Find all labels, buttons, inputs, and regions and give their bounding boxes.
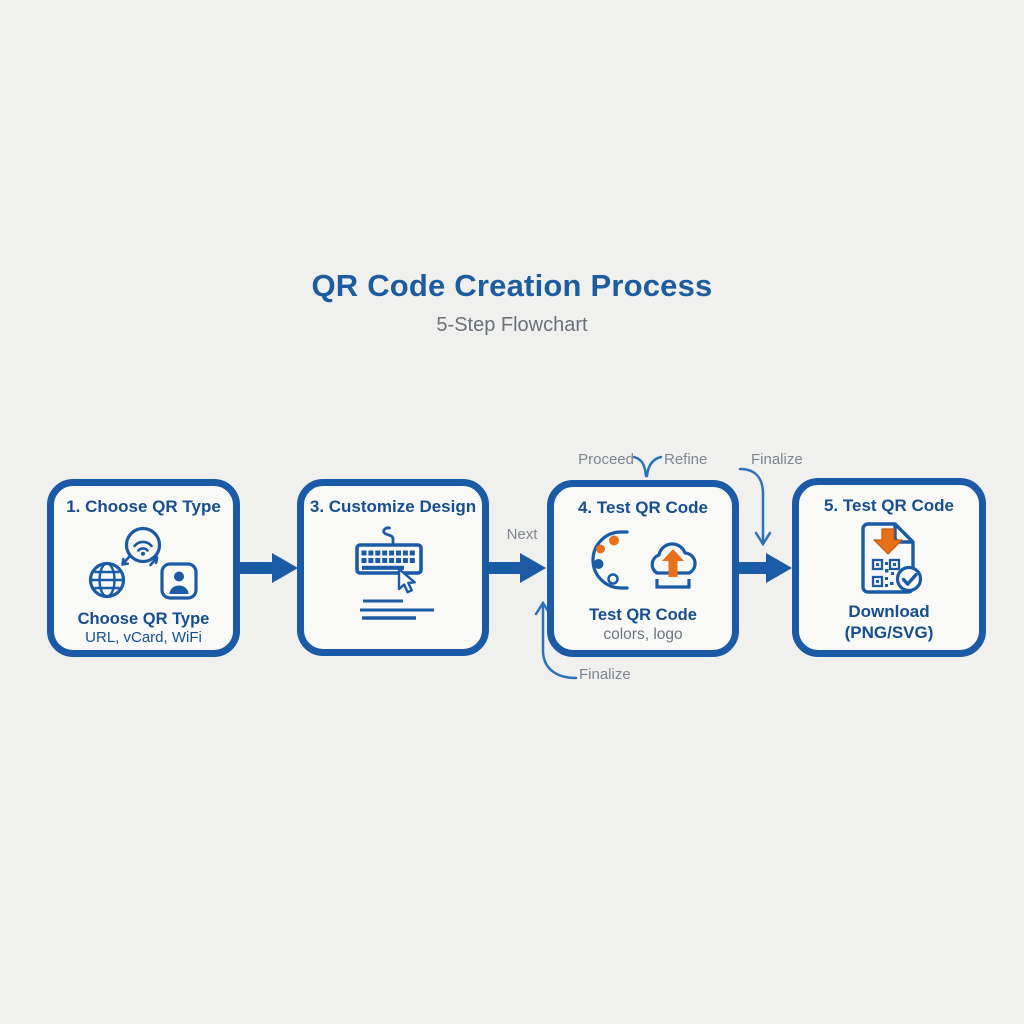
label-next: Next xyxy=(506,526,538,543)
label-proceed: Proceed xyxy=(578,451,634,468)
wifi-icon xyxy=(124,526,161,563)
page-title: QR Code Creation Process xyxy=(311,268,713,303)
customize-design-icons xyxy=(355,526,434,620)
step-1-title: 1. Choose QR Type xyxy=(66,497,221,516)
check-icon xyxy=(895,565,923,592)
flow-arrow-1-icon xyxy=(240,553,298,583)
flow-arrow-2-icon xyxy=(488,553,546,583)
globe-icon xyxy=(88,561,125,598)
step-3-box: 4. Test QR Code Test QR Code xyxy=(547,480,739,657)
step-3-subcaption: colors, logo xyxy=(603,626,683,644)
finalize-top-arrow-icon xyxy=(738,467,772,547)
step-2-title: 3. Customize Design xyxy=(309,497,477,516)
flow-arrow-3-icon xyxy=(738,553,792,583)
step-3-caption: Test QR Code xyxy=(589,605,697,624)
design-test-icons xyxy=(591,530,697,590)
vcard-icon xyxy=(159,562,198,600)
page-subtitle: 5-Step Flowchart xyxy=(436,314,588,336)
download-doc-icons xyxy=(861,521,923,594)
upload-arrow-icon xyxy=(662,548,684,577)
step-2-box: 3. Customize Design xyxy=(297,479,489,656)
step-4-box: 5. Test QR Code xyxy=(792,478,986,657)
label-finalize-bottom: Finalize xyxy=(579,666,631,683)
step-3-icons xyxy=(585,527,701,595)
cloud-upload-icon xyxy=(650,542,697,589)
label-finalize-top: Finalize xyxy=(751,451,803,468)
keyboard-icon xyxy=(355,526,423,575)
page-header: QR Code Creation Process 5-Step Flowchar… xyxy=(0,268,1024,337)
text-lines-icon xyxy=(360,599,434,620)
step-2-icons xyxy=(341,519,445,623)
step-1-subcaption: URL, vCard, WiFi xyxy=(85,629,202,647)
step-4-subcaption: (PNG/SVG) xyxy=(844,622,934,642)
step-3-title: 4. Test QR Code xyxy=(577,498,709,517)
download-arrow-icon xyxy=(873,528,903,555)
step-1-caption: Choose QR Type xyxy=(77,609,210,628)
step-1-icons xyxy=(80,524,208,604)
palette-icon xyxy=(591,530,629,590)
step-1-box: 1. Choose QR Type xyxy=(47,479,240,657)
step-4-caption: Download xyxy=(848,601,930,621)
qr-code-icon xyxy=(871,558,901,587)
step-4-icons xyxy=(850,520,928,598)
proceed-refine-connector-icon xyxy=(632,455,663,478)
qr-type-icons xyxy=(88,526,198,600)
step-4-title: 5. Test QR Code xyxy=(823,496,955,515)
cursor-icon xyxy=(397,567,416,594)
branch-arrows-icon xyxy=(120,555,158,566)
label-refine: Refine xyxy=(664,451,708,468)
